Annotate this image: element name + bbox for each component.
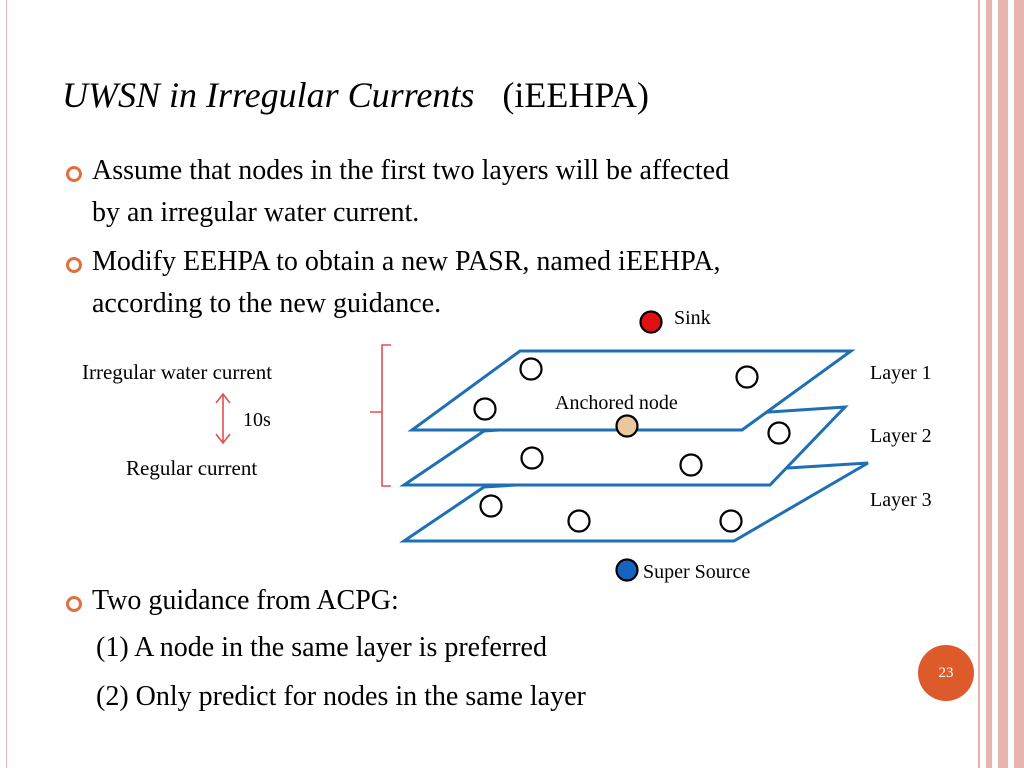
sink-label: Sink [674, 307, 711, 329]
bullet-icon [66, 596, 82, 612]
sensor-node [567, 509, 591, 533]
bullet-2-line-1: Modify EEHPA to obtain a new PASR, named… [92, 246, 721, 277]
layer-2-label: Layer 2 [870, 425, 932, 447]
bullet-2-line-2: according to the new guidance. [92, 288, 442, 319]
slide-title: UWSN in Irregular Currents (iEEHPA) [62, 74, 649, 116]
bullet-icon [66, 257, 82, 273]
regular-current-label: Regular current [126, 456, 258, 480]
sensor-node [520, 446, 544, 470]
bullet-1-line-1: Assume that nodes in the first two layer… [92, 155, 730, 186]
sensor-node [735, 365, 759, 389]
sensor-node [519, 357, 543, 381]
sink-node [639, 310, 663, 334]
bullet-3: Two guidance from ACPG: [92, 580, 399, 622]
guidance-item-2: (2) Only predict for nodes in the same l… [96, 681, 586, 712]
bullet-1: Assume that nodes in the first two layer… [92, 150, 729, 234]
anchored-node-label: Anchored node [555, 392, 678, 414]
bullet-2: Modify EEHPA to obtain a new PASR, named… [92, 241, 720, 325]
guidance-item-1: (1) A node in the same layer is preferre… [96, 632, 547, 663]
right-border-bars [976, 0, 1024, 768]
bullet-3-line-1: Two guidance from ACPG: [92, 585, 399, 616]
irregular-current-label: Irregular water current [82, 360, 273, 384]
bracket [370, 344, 391, 487]
border-bar [998, 0, 1008, 768]
layer-3-label: Layer 3 [870, 489, 932, 511]
border-bar [986, 0, 992, 768]
super-source-label: Super Source [643, 561, 751, 583]
sensor-node [679, 453, 703, 477]
bullet-icon [66, 166, 82, 182]
title-suffix: (iEEHPA) [502, 75, 650, 115]
interval-label: 10s [243, 409, 271, 431]
interval-arrow [215, 392, 231, 445]
title-italic: UWSN in Irregular Currents [62, 75, 475, 115]
page-number-badge: 23 [918, 645, 974, 701]
sensor-node [473, 397, 497, 421]
anchored-node [615, 414, 639, 438]
sensor-node [479, 494, 503, 518]
sensor-node [767, 421, 791, 445]
layer-1-label: Layer 1 [870, 362, 932, 384]
left-border-line [6, 0, 7, 768]
border-bar [1014, 0, 1024, 768]
bullet-1-line-2: by an irregular water current. [92, 197, 420, 228]
page-number: 23 [938, 664, 954, 681]
sensor-node [719, 509, 743, 533]
super-source-node [615, 558, 639, 582]
border-bar [978, 0, 980, 768]
